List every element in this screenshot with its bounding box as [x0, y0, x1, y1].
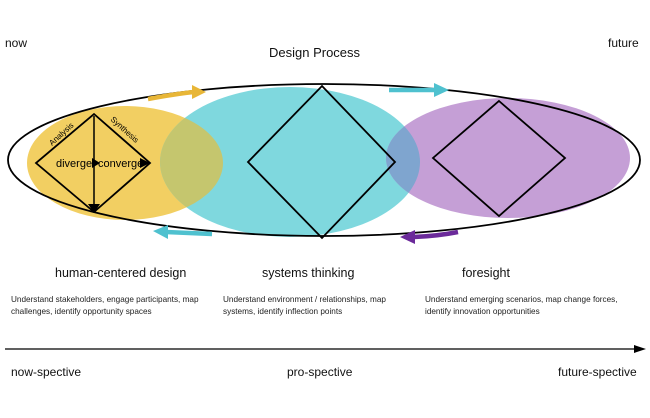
- section-title-hcd: human-centered design: [55, 266, 187, 280]
- converge-arrowhead: [140, 158, 150, 168]
- timeline-now-spective: now-spective: [11, 365, 82, 379]
- purple-arrow: [400, 229, 459, 244]
- foresight-diamond: [431, 99, 567, 218]
- section-desc-foresight: Understand emerging scenarios, map chang…: [425, 295, 618, 316]
- now-label: now: [5, 36, 28, 50]
- section-title-systems: systems thinking: [262, 266, 355, 280]
- section-desc-hcd: Understand stakeholders, engage particip…: [11, 295, 199, 316]
- foresight-ellipse: [386, 98, 630, 218]
- timeline-future-spective: future-spective: [558, 365, 637, 379]
- diverge-arrowhead: [92, 158, 100, 168]
- timeline-pro-spective: pro-spective: [287, 365, 353, 379]
- diverge-label: diverge: [56, 158, 92, 170]
- section-desc-systems: Understand environment / relationships, …: [223, 295, 386, 316]
- section-title-foresight: foresight: [462, 266, 510, 280]
- teal-arrow-bottom: [153, 225, 213, 239]
- systems-diamond: [246, 84, 397, 240]
- systems-ellipse: [160, 87, 420, 237]
- yellow-arrow: [147, 85, 206, 102]
- converge-label: converge: [98, 158, 143, 170]
- future-label: future: [608, 36, 639, 50]
- timeline-arrow: [5, 345, 646, 353]
- bottom-arrowhead: [88, 204, 100, 213]
- teal-arrow-top: [389, 83, 449, 97]
- diagram-title: Design Process: [269, 45, 361, 60]
